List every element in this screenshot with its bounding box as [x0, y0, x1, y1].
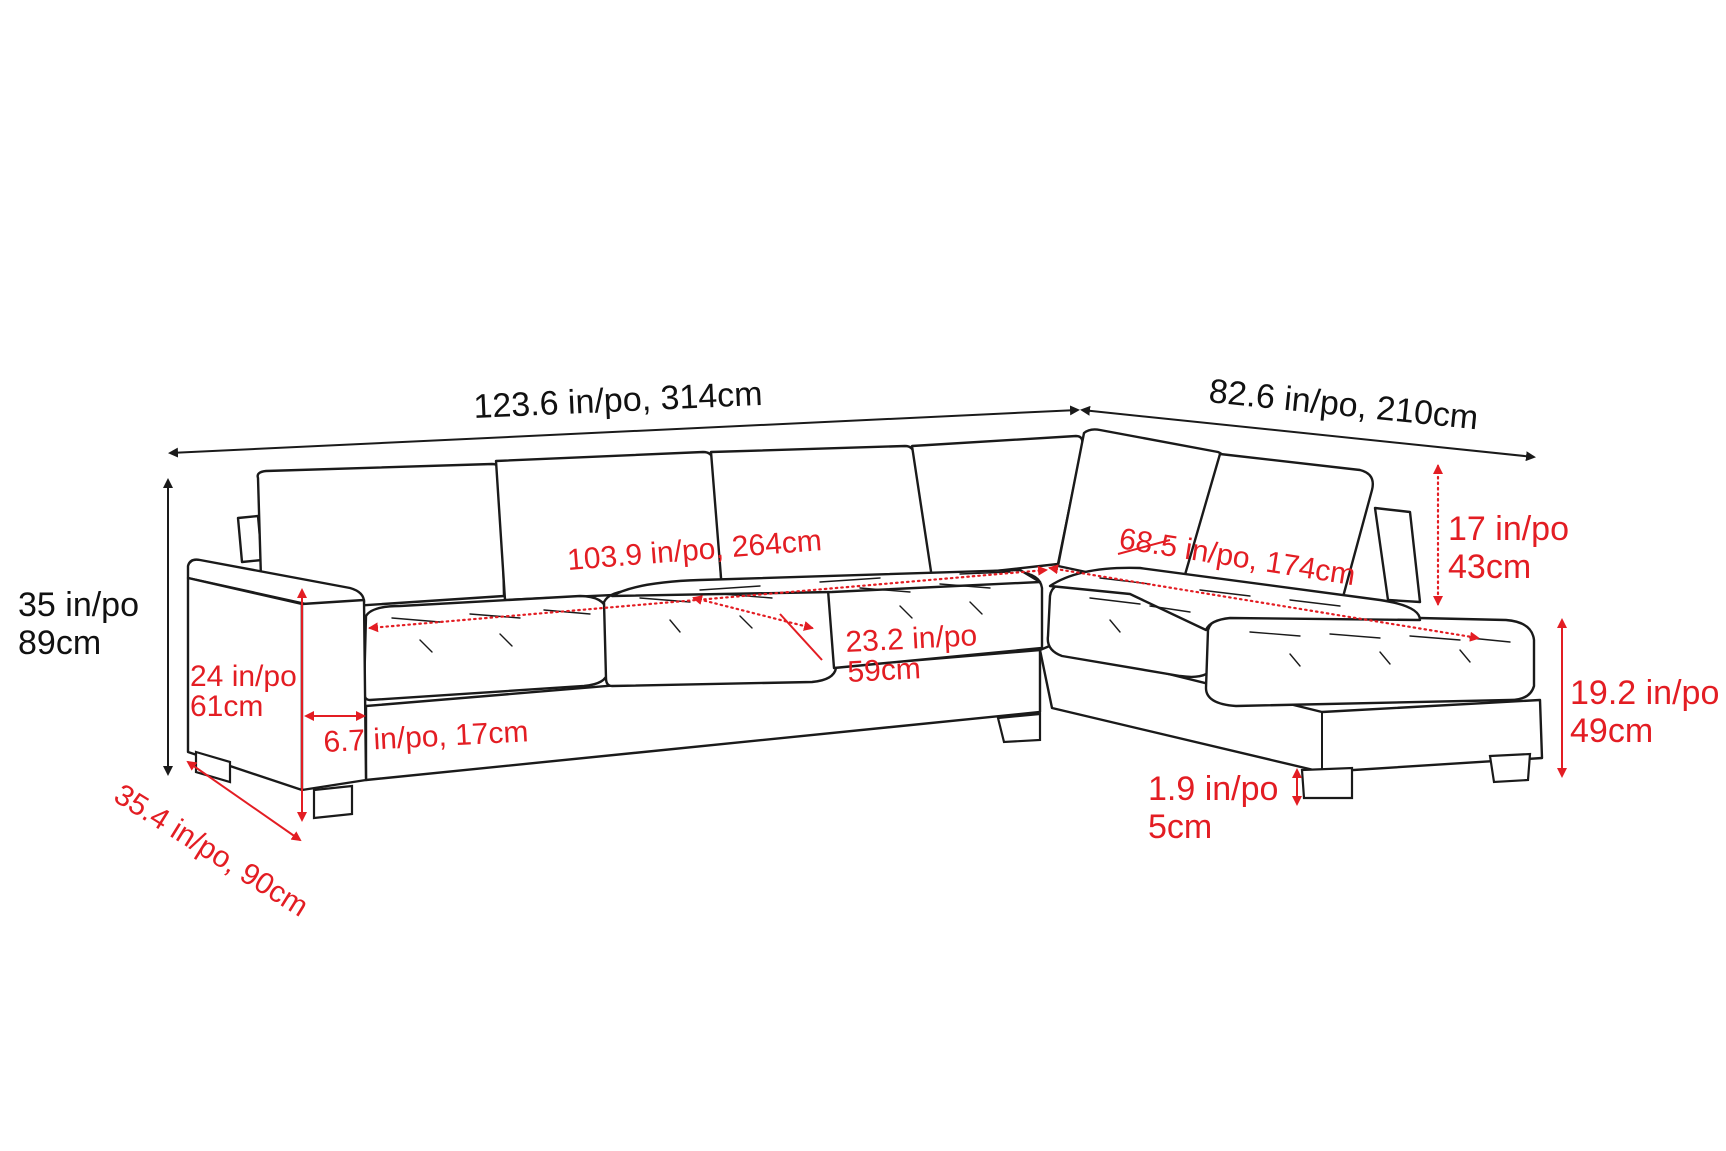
- leg-chaise-front: [1300, 766, 1354, 800]
- leg-front-corner: [312, 784, 354, 820]
- seat-height-label-1: 19.2 in/po: [1570, 674, 1719, 712]
- leg-middle: [996, 712, 1042, 744]
- arm-height-label-1: 24 in/po: [190, 660, 297, 693]
- leg-height-label-1: 1.9 in/po: [1148, 770, 1278, 808]
- leg-height-label-2: 5cm: [1148, 808, 1212, 846]
- back-cushion-3: [709, 444, 935, 592]
- seat-cushion-1: [362, 594, 610, 702]
- arm-height-label-2: 61cm: [190, 690, 263, 723]
- left-arm-inner: [300, 598, 368, 792]
- back-height-label-2: 43cm: [1448, 548, 1531, 586]
- back-cushion-2: [494, 450, 724, 602]
- chaise-cushion-2: [1204, 612, 1536, 708]
- overall-height-label-2: 89cm: [18, 624, 101, 662]
- seat-depth-label-2: 59cm: [847, 652, 922, 689]
- back-cushion-4: [910, 434, 1084, 580]
- back-height-label-1: 17 in/po: [1448, 510, 1569, 548]
- seat-depth-label-1: 23.2 in/po: [845, 619, 978, 659]
- overall-length-label: 123.6 in/po, 314cm: [473, 375, 764, 426]
- overall-height-label-1: 35 in/po: [18, 586, 139, 624]
- dimension-lines: [163, 405, 1567, 842]
- leg-chaise-end: [1488, 752, 1532, 784]
- sofa-illustration: [186, 428, 1544, 820]
- overall-depth-label: 35.4 in/po, 90cm: [108, 778, 314, 924]
- seat-height-label-2: 49cm: [1570, 712, 1653, 750]
